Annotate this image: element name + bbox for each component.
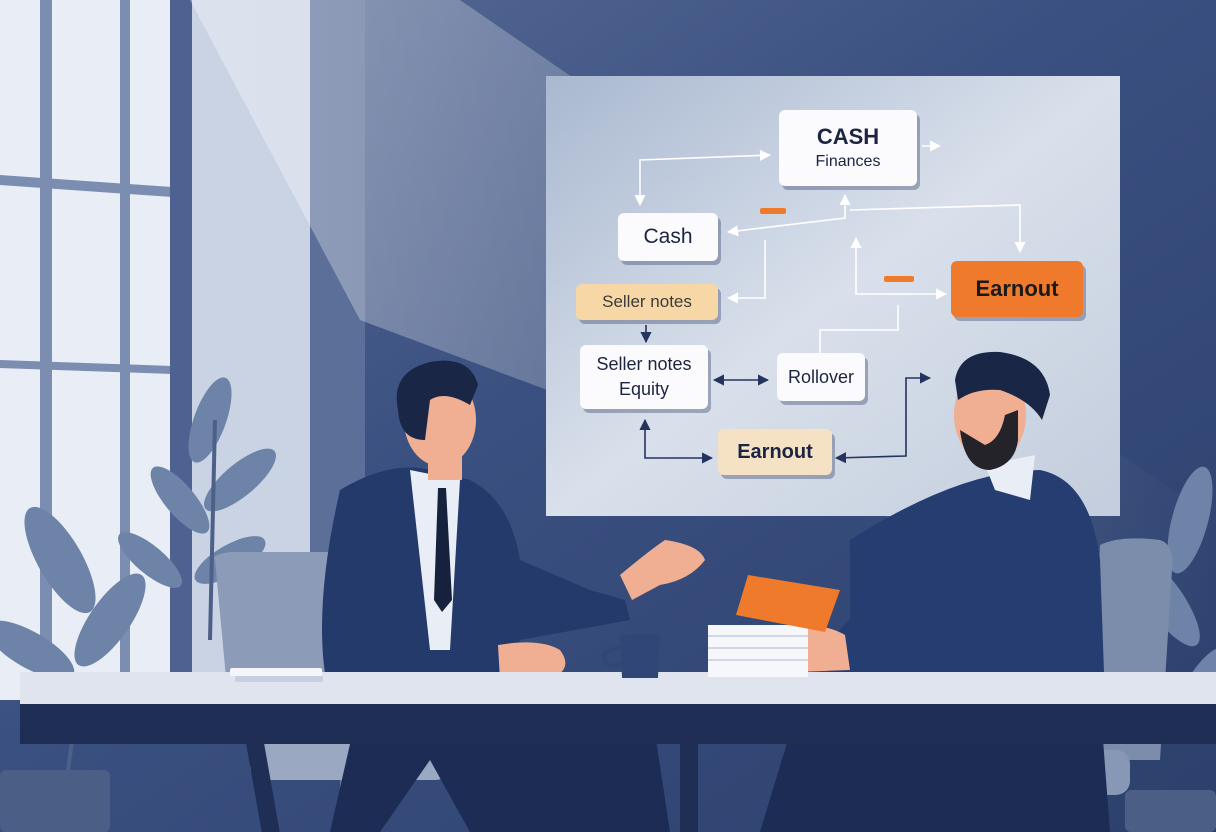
diagram-connectors xyxy=(634,140,1026,464)
node-rollover-label: Rollover xyxy=(787,366,855,387)
node-cash-label: Cash xyxy=(643,224,693,248)
node-earnout-bottom-label: Earnout xyxy=(737,440,813,463)
diagram-node-cash-finances: CASH Finances xyxy=(779,110,917,186)
node-seller-notes-equity-line2: Equity xyxy=(618,379,670,399)
node-cash-finances-title: CASH xyxy=(816,124,880,150)
conference-table xyxy=(20,672,1216,832)
diagram-node-earnout-bottom: Earnout xyxy=(718,429,832,475)
node-earnout-top-label: Earnout xyxy=(975,276,1059,302)
orange-accent-mark-1 xyxy=(760,208,786,214)
diagram-node-cash: Cash xyxy=(618,213,718,261)
node-seller-notes-label: Seller notes xyxy=(602,292,692,312)
table-items xyxy=(230,575,840,682)
diagram-node-earnout-top: Earnout xyxy=(951,261,1083,317)
diagram-node-seller-notes-equity: Seller notes Equity xyxy=(580,345,708,409)
diagram-node-seller-notes: Seller notes xyxy=(576,284,718,320)
node-cash-finances-subtitle: Finances xyxy=(815,153,881,171)
node-seller-notes-equity-line1: Seller notes xyxy=(596,354,692,375)
diagram-node-rollover: Rollover xyxy=(777,353,865,401)
orange-accent-mark-2 xyxy=(884,276,914,282)
